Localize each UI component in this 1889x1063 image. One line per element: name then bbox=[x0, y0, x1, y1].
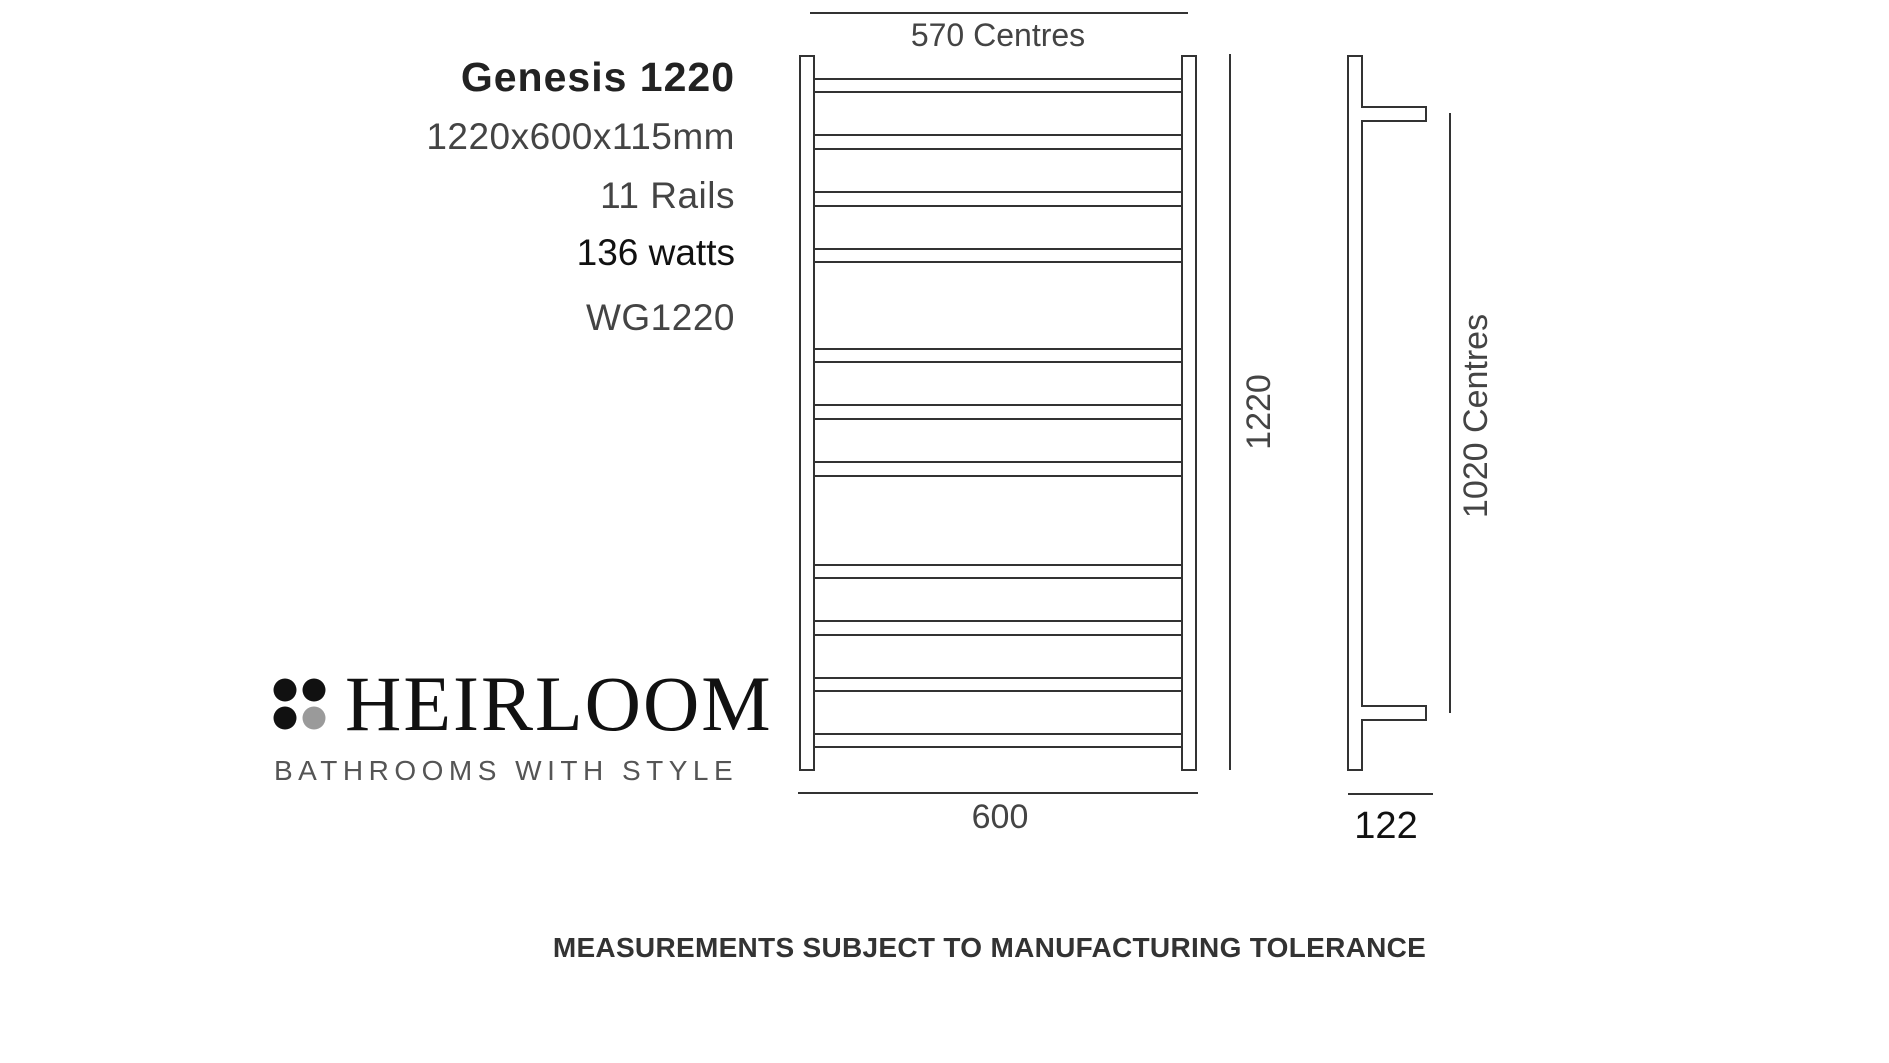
rail-9 bbox=[813, 634, 1183, 679]
product-dimensions: 1220x600x115mm bbox=[426, 116, 735, 157]
brand-dots-icon bbox=[273, 678, 326, 730]
rail-2 bbox=[813, 148, 1183, 193]
rail-3 bbox=[813, 205, 1183, 250]
product-code: WG1220 bbox=[585, 297, 735, 338]
frame-left-post bbox=[799, 55, 815, 771]
frame-right-post bbox=[1181, 55, 1197, 771]
rail-6 bbox=[813, 418, 1183, 463]
product-name: Genesis 1220 bbox=[460, 54, 735, 100]
rail-4 bbox=[813, 261, 1183, 350]
rail-5 bbox=[813, 361, 1183, 406]
product-rails: 11 Rails bbox=[600, 175, 735, 216]
rail-7 bbox=[813, 475, 1183, 566]
top-width-label: 570 Centres bbox=[911, 17, 1085, 53]
rail-1 bbox=[813, 91, 1183, 136]
height-label: 1220 bbox=[1240, 374, 1278, 450]
side-profile bbox=[1347, 55, 1427, 771]
tolerance-notice: MEASUREMENTS SUBJECT TO MANUFACTURING TO… bbox=[552, 932, 1427, 963]
rail-10 bbox=[813, 690, 1183, 735]
brand-tagline: BATHROOMS WITH STYLE bbox=[274, 755, 739, 786]
rail-8 bbox=[813, 577, 1183, 622]
bottom-width-label: 600 bbox=[972, 798, 1029, 836]
depth-label: 122 bbox=[1354, 805, 1417, 847]
product-wattage: 136 watts bbox=[576, 232, 735, 273]
side-centres-label: 1020 Centres bbox=[1457, 314, 1495, 518]
brand-logo-wordmark: HEIRLOOM bbox=[345, 660, 773, 747]
